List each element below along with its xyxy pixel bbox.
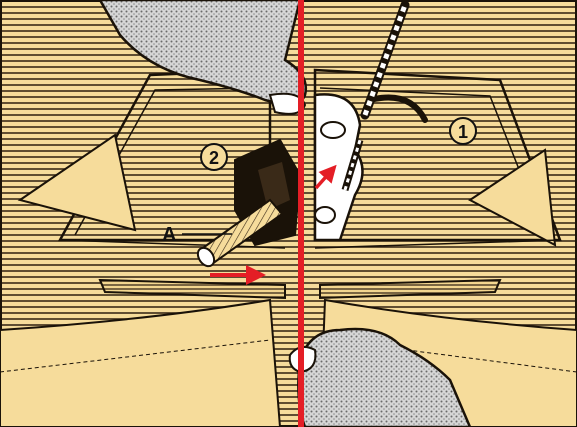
part-a-label: A bbox=[162, 224, 176, 246]
callout-1-label: 1 bbox=[458, 122, 468, 142]
callout-2: 2 bbox=[201, 144, 227, 170]
callout-1: 1 bbox=[450, 118, 476, 144]
callout-2-label: 2 bbox=[209, 148, 219, 168]
